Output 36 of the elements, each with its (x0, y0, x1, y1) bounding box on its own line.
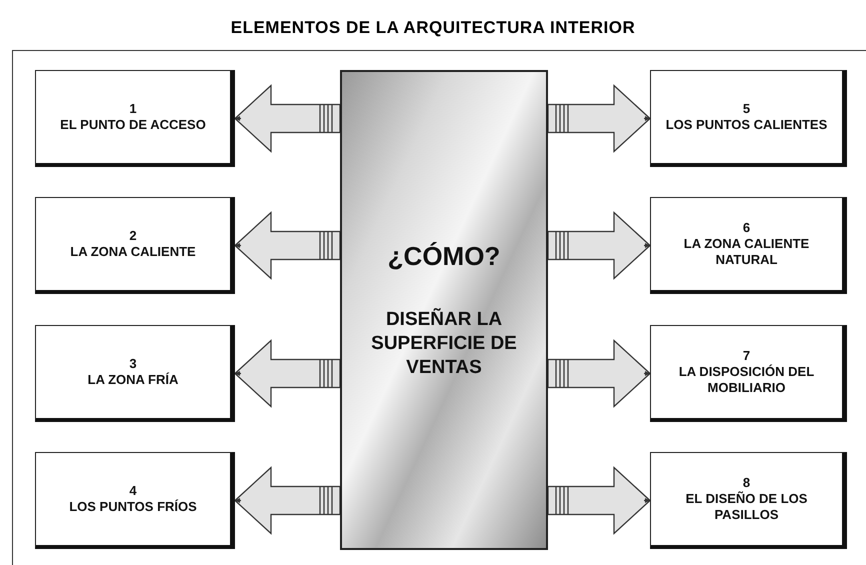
item-number: 4 (129, 483, 137, 499)
item-label: LOS PUNTOS CALIENTES (666, 117, 828, 133)
element-box (35, 325, 235, 422)
element-box (35, 197, 235, 294)
item-label: LA ZONA FRÍA (88, 372, 178, 388)
element-box (650, 197, 847, 294)
block-arrow (547, 339, 651, 408)
item-label: LA DISPOSICIÓN DEL MOBILIARIO (678, 364, 816, 396)
block-arrow (234, 211, 341, 280)
element-box (650, 70, 847, 167)
item-number: 3 (129, 356, 137, 372)
block-arrow (547, 466, 651, 535)
item-label: EL PUNTO DE ACCESO (60, 117, 206, 133)
block-arrow (234, 339, 341, 408)
item-label: LA ZONA CALIENTE (70, 244, 196, 260)
element-box (650, 325, 847, 422)
item-label: LOS PUNTOS FRÍOS (69, 499, 197, 515)
element-box (35, 70, 235, 167)
item-number: 6 (742, 220, 750, 236)
block-arrow (234, 466, 341, 535)
item-label: LA ZONA CALIENTE NATURAL (682, 236, 810, 268)
item-label: EL DISEÑO DE LOS PASILLOS (684, 491, 808, 523)
element-box (35, 452, 235, 549)
item-number: 5 (742, 101, 750, 117)
block-arrow (234, 84, 341, 153)
question-text: ¿CÓMO? (388, 240, 500, 272)
central-panel (340, 70, 548, 550)
item-number: 7 (742, 348, 750, 364)
diagram-title: ELEMENTOS DE LA ARQUITECTURA INTERIOR (230, 18, 636, 38)
item-number: 8 (742, 475, 750, 491)
block-arrow (547, 211, 651, 280)
element-box (650, 452, 847, 549)
panel-text: DISEÑAR LA SUPERFICIE DE VENTAS (370, 308, 518, 380)
item-number: 2 (129, 228, 137, 244)
item-number: 1 (129, 101, 137, 117)
block-arrow (547, 84, 651, 153)
